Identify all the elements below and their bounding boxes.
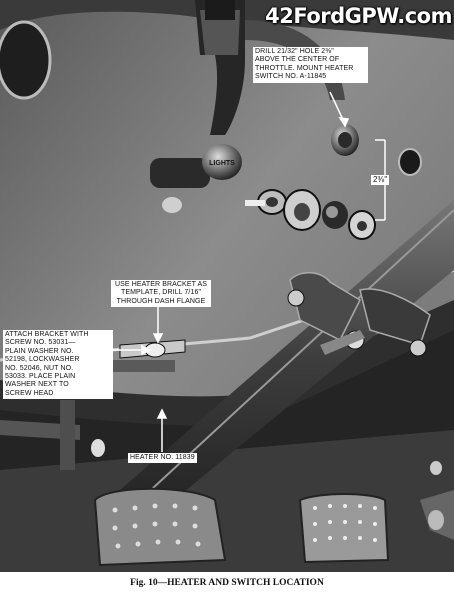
heater-callout: HEATER NO. 11839 <box>128 453 197 464</box>
callout-line: 53033. PLACE PLAIN <box>5 373 76 381</box>
callout-line: WASHER NEXT TO <box>5 381 69 389</box>
callout-line: SCREW No. 53031— <box>5 339 76 347</box>
callout-line: THROUGH DASH FLANGE <box>116 297 206 305</box>
callout-line: No. 52046, NUT No. <box>5 364 74 372</box>
dashboard-photo: LIGHTS <box>0 0 454 572</box>
callout-line: SWITCH No. A-11845 <box>255 73 327 81</box>
callout-line: TEMPLATE, DRILL 7/16" <box>120 289 202 297</box>
dimension-callout: 2⅜" <box>371 175 390 186</box>
callout-line: THROTTLE. MOUNT HEATER <box>255 64 354 72</box>
callout-line: SCREW HEAD <box>5 389 54 397</box>
lights-knob-label: LIGHTS <box>209 160 235 167</box>
callout-line: PLAIN WASHER No. <box>5 347 74 355</box>
callout-line: ABOVE THE CENTER OF <box>255 56 340 64</box>
watermark: 42FordGPW.com <box>265 4 452 28</box>
callout-line: USE HEATER BRACKET AS <box>114 281 208 288</box>
attach-bracket-callout: ATTACH BRACKET WITH SCREW No. 53031— PLA… <box>3 330 113 400</box>
callout-line: DRILL 21/32" HOLE 2⅜" <box>255 48 334 55</box>
drill-hole-callout: DRILL 21/32" HOLE 2⅜" ABOVE THE CENTER O… <box>253 47 368 83</box>
callout-line: 52198, LOCKWASHER <box>5 356 80 364</box>
figure-caption: Fig. 10—HEATER AND SWITCH LOCATION <box>130 578 324 588</box>
template-callout: USE HEATER BRACKET AS TEMPLATE, DRILL 7/… <box>111 280 211 308</box>
callout-line: ATTACH BRACKET WITH <box>5 331 89 338</box>
